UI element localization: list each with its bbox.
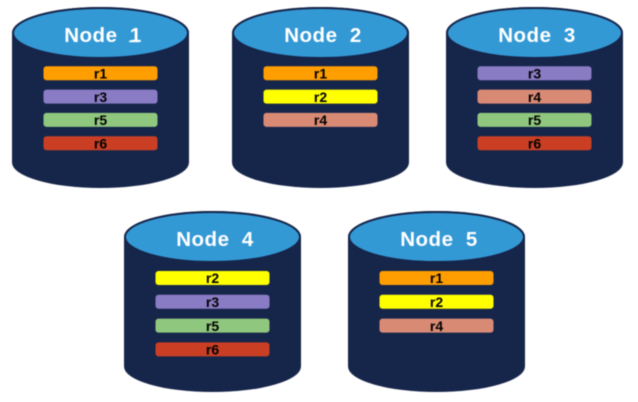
svg-text:r2: r2 [205, 270, 218, 286]
svg-text:r5: r5 [528, 112, 541, 128]
svg-text:r6: r6 [528, 135, 541, 151]
svg-text:r3: r3 [205, 294, 218, 310]
svg-text:r1: r1 [94, 66, 107, 82]
svg-text:r2: r2 [430, 294, 443, 310]
svg-text:r5: r5 [205, 318, 218, 334]
svg-text:Node 4: Node 4 [176, 228, 254, 251]
svg-text:Node 5: Node 5 [400, 228, 478, 251]
svg-text:r1: r1 [430, 270, 443, 286]
svg-text:Node 1: Node 1 [64, 24, 142, 47]
svg-text:Node 2: Node 2 [284, 24, 362, 47]
svg-text:r4: r4 [528, 89, 541, 105]
svg-text:r2: r2 [313, 89, 326, 105]
svg-text:r1: r1 [313, 66, 326, 82]
svg-text:Node 3: Node 3 [498, 24, 576, 47]
svg-text:r5: r5 [94, 112, 107, 128]
svg-text:r4: r4 [430, 318, 443, 334]
svg-text:r6: r6 [205, 342, 218, 358]
svg-text:r6: r6 [94, 135, 107, 151]
svg-text:r4: r4 [313, 112, 326, 128]
svg-text:r3: r3 [94, 89, 107, 105]
svg-text:r3: r3 [528, 66, 541, 82]
